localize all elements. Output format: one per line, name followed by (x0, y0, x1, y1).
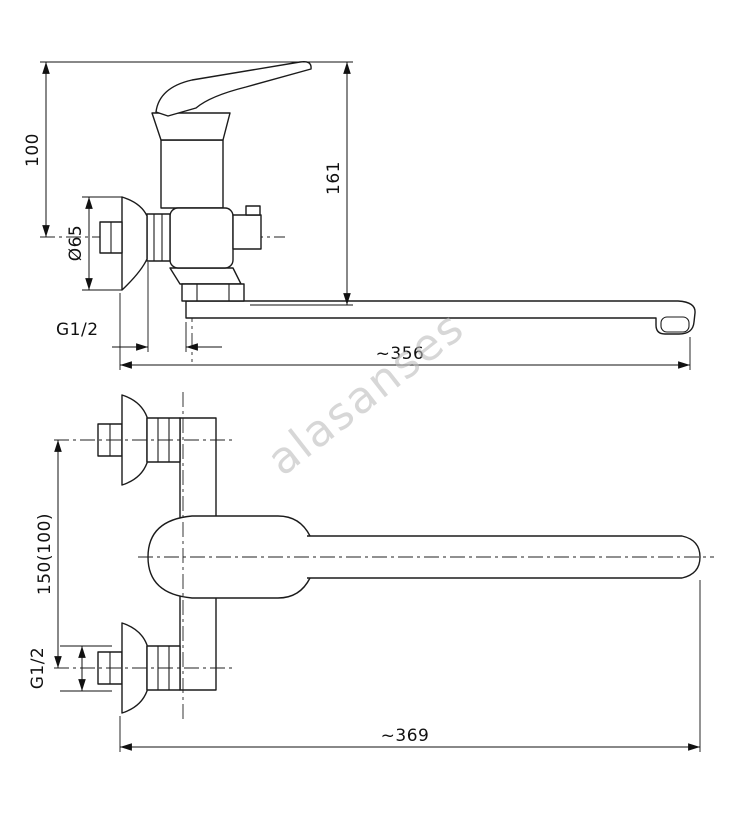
watermark-text: alasanses (258, 301, 474, 486)
diverter (232, 214, 262, 250)
dim-label-inlet-spacing: 150(100) (35, 513, 55, 595)
spout-nut (181, 283, 245, 302)
spout-side (185, 300, 696, 335)
cartridge-cover (169, 207, 234, 269)
dim-label-thread-plan: G1/2 (28, 647, 48, 690)
spout-plan (307, 535, 701, 579)
aerator (660, 316, 690, 333)
lever-handle (155, 60, 312, 117)
dim-label-thread-side: G1/2 (56, 320, 99, 340)
body-upper (160, 139, 224, 209)
dim-label-flange-diameter: Ø65 (66, 225, 86, 262)
dim-label-161: 161 (324, 161, 344, 195)
dim-label-spout-reach: ~356 (376, 344, 425, 364)
diverter-knob (245, 205, 261, 216)
connection-nut (146, 213, 171, 262)
plan-view: 150(100) G1/2 ~369 (28, 392, 714, 752)
faucet-side-drawing (99, 60, 696, 335)
dim-label-overall-length: ~369 (381, 726, 430, 746)
body-lower (169, 267, 242, 285)
side-view: 100 Ø65 161 G1/2 ~356 (23, 60, 696, 370)
dim-label-100: 100 (23, 133, 43, 167)
wall-flange-cone (121, 196, 148, 291)
handle-dome (151, 112, 231, 141)
